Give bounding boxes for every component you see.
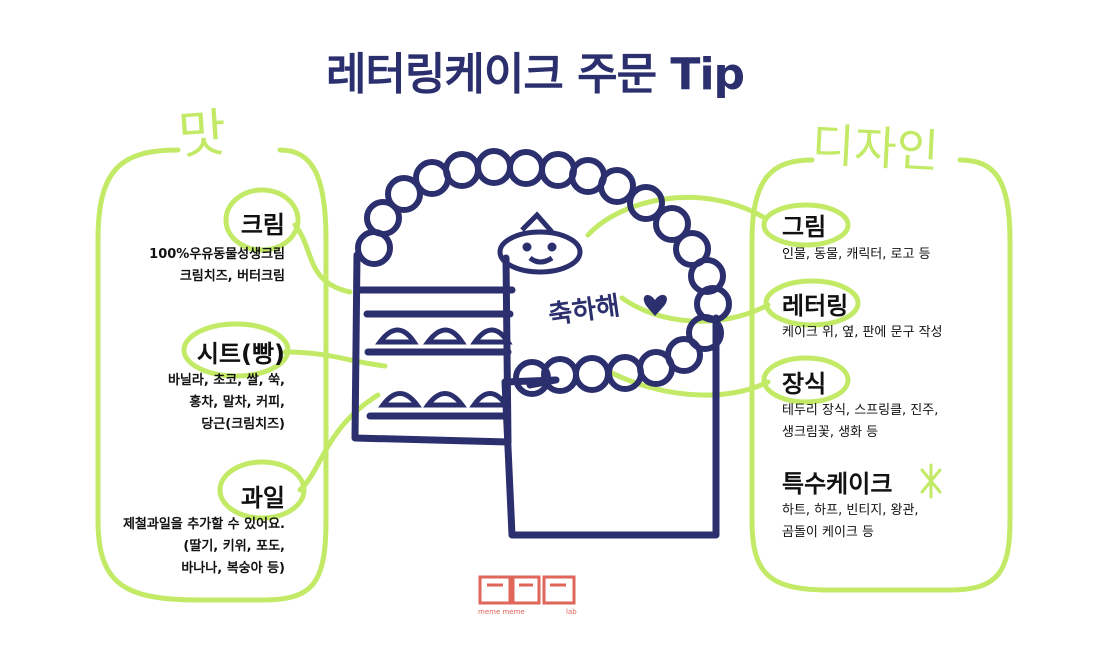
special-cake-options: 하트, 하프, 빈티지, 왕관, 곰돌이 케이크 등: [782, 500, 919, 544]
drawing-options: 인물, 동물, 캐릭터, 로고 등: [782, 244, 931, 266]
design-group-label: 디자인: [810, 117, 941, 179]
cream-option-line: 크림치즈, 버터크림: [179, 269, 285, 284]
drawing-option-line: 인물, 동물, 캐릭터, 로고 등: [782, 247, 931, 262]
character-face: [497, 211, 583, 275]
heart-icon: [643, 294, 667, 316]
special-cake-heading: 특수케이크: [782, 470, 893, 498]
drawing-heading: 그림: [782, 213, 827, 241]
special-cake-option-line: 하트, 하프, 빈티지, 왕관,: [782, 503, 919, 518]
cake-front-edge: [501, 314, 720, 539]
lettering-options: 케이크 위, 옆, 판에 문구 작성: [782, 322, 943, 344]
fruit-domes: [374, 327, 513, 408]
decoration-option-line: 테두리 장식, 스프링클, 진주,: [782, 403, 939, 418]
drawing-highlight: [761, 202, 851, 248]
logo-text-meme: meme meme: [478, 608, 525, 616]
taste-group-outline: [95, 147, 329, 603]
decoration-highlight: [761, 355, 851, 405]
page-title: 레터링케이크 주문 Tip: [325, 49, 745, 100]
design-group-outline: [749, 157, 1013, 593]
sheet-option-line: 홍차, 말차, 커피,: [189, 395, 285, 410]
sheet-options: 바닐라, 초코, 쌀, 쑥, 홍차, 말차, 커피, 당근(크림치즈): [168, 370, 285, 436]
special-cake-option-line: 곰돌이 케이크 등: [782, 525, 874, 540]
sheet-connector: [282, 349, 388, 369]
lettering-option-line: 케이크 위, 옆, 판에 문구 작성: [782, 325, 943, 340]
decoration-connector: [607, 369, 771, 398]
cream-option-line: 100%우유동물성생크림: [149, 247, 285, 262]
cream-highlight: [223, 187, 301, 253]
sparkle-icon: [920, 463, 942, 499]
fruit-options: 제철과일을 추가할 수 있어요. (딸기, 키위, 포도, 바나나, 복숭아 등…: [123, 514, 285, 580]
fruit-option-line: 제철과일을 추가할 수 있어요.: [122, 517, 285, 532]
sheet-option-line: 당근(크림치즈): [201, 417, 285, 432]
cream-connector: [292, 222, 353, 295]
decoration-options: 테두리 장식, 스프링클, 진주, 생크림꽃, 생화 등: [782, 400, 938, 444]
fruit-option-line: 바나나, 복숭아 등): [181, 561, 285, 576]
fruit-highlight: [217, 459, 307, 521]
fruit-connector: [297, 392, 381, 493]
lettering-highlight: [763, 278, 861, 328]
cake-illustration: [351, 251, 720, 539]
decoration-heading: 장식: [782, 370, 827, 398]
decoration-option-line: 생크림꽃, 생화 등: [782, 425, 879, 440]
fruit-heading: 과일: [240, 484, 285, 512]
taste-group-label: 맛: [176, 103, 229, 167]
lettering-heading: 레터링: [782, 292, 849, 320]
memememe-lab-logo: [478, 575, 576, 605]
cream-heading: 크림: [240, 211, 285, 239]
cream-options: 100%우유동물성생크림 크림치즈, 버터크림: [149, 244, 285, 288]
sheet-heading: 시트(빵): [196, 340, 285, 368]
logo-text-lab: lab: [566, 608, 577, 616]
cream-border-scallops: [355, 148, 732, 397]
fruit-option-line: (딸기, 키위, 포도,: [183, 539, 285, 554]
sheet-option-line: 바닐라, 초코, 쌀, 쑥,: [167, 373, 285, 388]
cake-slice-cut: [501, 376, 560, 389]
